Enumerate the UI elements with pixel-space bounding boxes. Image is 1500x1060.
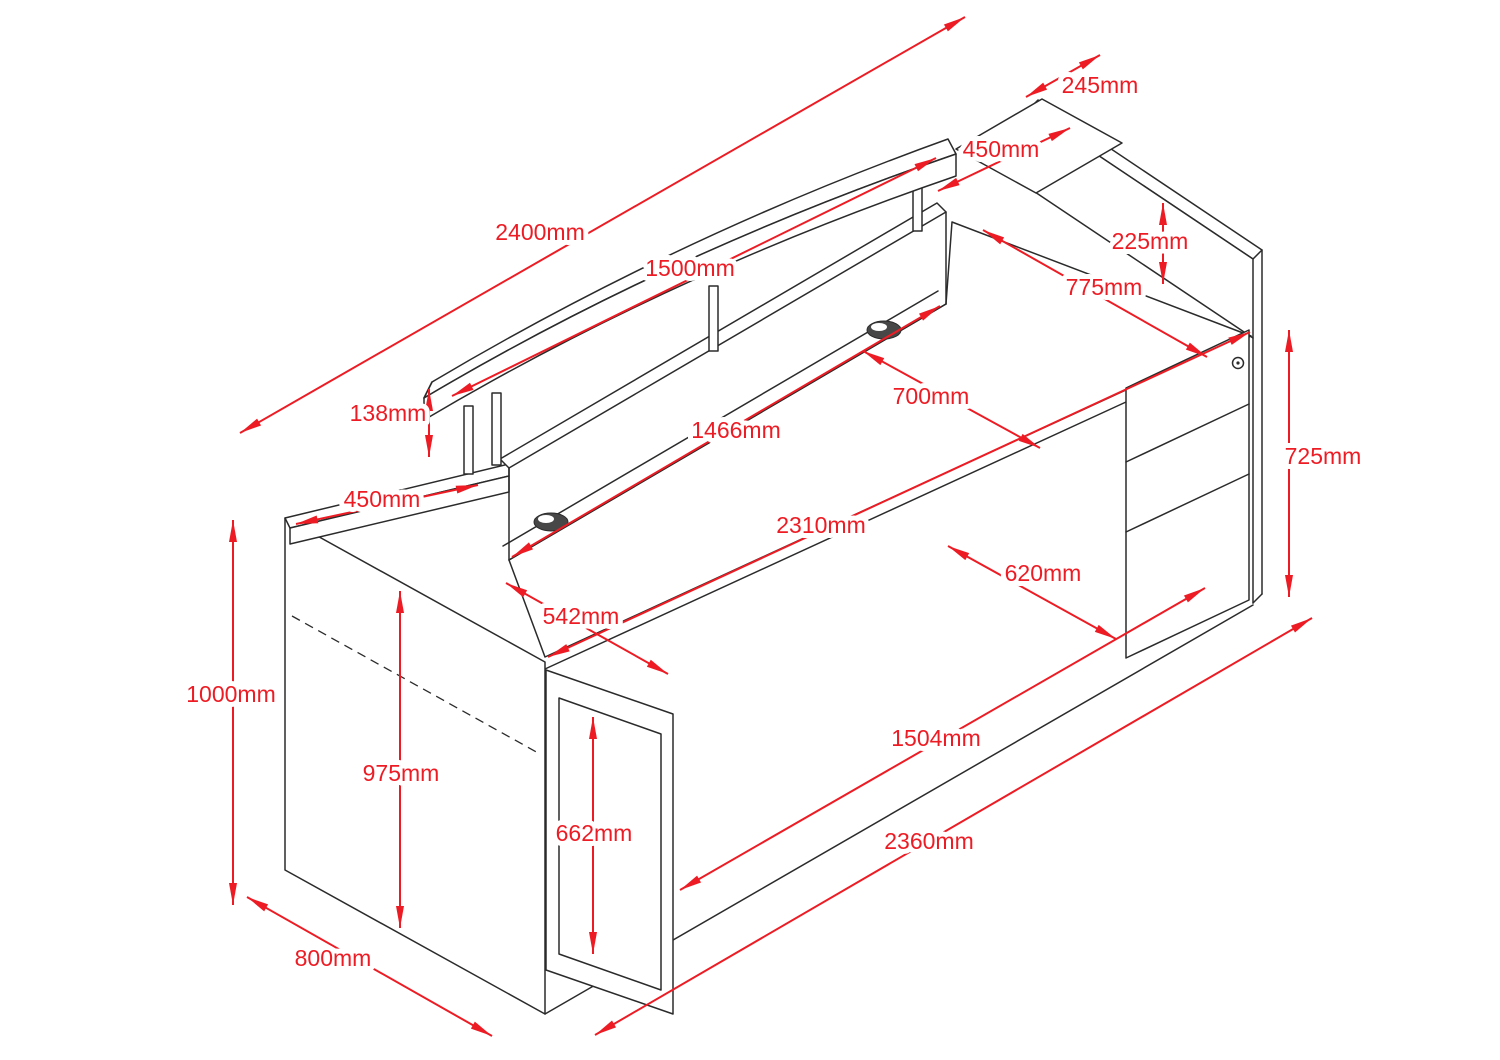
dimension-label: 662mm: [556, 820, 633, 846]
dimension-800: 800mm: [246, 896, 493, 1037]
dimension-arrow: [594, 617, 1313, 1036]
dimension-450-left: 450mm: [295, 481, 479, 525]
dimension-label: 542mm: [543, 603, 620, 629]
cable-grommet-icon: [866, 320, 902, 340]
dimension-arrow: [246, 896, 493, 1037]
dimension-label: 450mm: [963, 136, 1040, 162]
dimension-label: 775mm: [1066, 274, 1143, 300]
left-end-panel: [284, 517, 546, 1015]
dimension-label: 245mm: [1062, 72, 1139, 98]
hidden-edge-dashed-line: [291, 615, 541, 755]
dimension-138: 138mm: [345, 389, 433, 457]
dimension-label: 1504mm: [891, 725, 980, 751]
dimension-label: 700mm: [893, 383, 970, 409]
dimension-450-top: 450mm: [937, 127, 1071, 192]
drawer-pedestal: [1125, 329, 1250, 659]
lock-icon: [1231, 356, 1245, 370]
dimension-arrow: [937, 127, 1071, 192]
right-end-panel: [1252, 249, 1263, 604]
dimension-label: 2400mm: [495, 219, 584, 245]
dimension-label: 1000mm: [186, 681, 275, 707]
dimension-label: 2360mm: [884, 828, 973, 854]
dimension-label: 138mm: [350, 400, 427, 426]
dimension-label: 450mm: [344, 486, 421, 512]
dimension-2310: 2310mm: [547, 331, 1251, 658]
dimension-label: 725mm: [1285, 443, 1362, 469]
dimension-label: 620mm: [1005, 560, 1082, 586]
dimension-1000: 1000mm: [181, 520, 281, 905]
dimension-2360: 2360mm: [594, 617, 1313, 1036]
dimension-label: 800mm: [295, 945, 372, 971]
dimension-label: 975mm: [363, 760, 440, 786]
dimension-arrow: [295, 484, 479, 525]
dimension-label: 225mm: [1112, 228, 1189, 254]
dimension-arrow: [1025, 54, 1101, 98]
dimension-245: 245mm: [1025, 54, 1143, 103]
dimension-label: 1500mm: [645, 255, 734, 281]
dimension-725: 725mm: [1280, 330, 1366, 597]
dimensions: 2400mm 1500mm 245mm 450mm 225mm 775mm 13…: [181, 16, 1366, 1037]
dimension-975: 975mm: [358, 591, 444, 928]
dimension-620: 620mm: [947, 545, 1117, 640]
dimension-label: 1466mm: [691, 417, 780, 443]
dimension-label: 2310mm: [776, 512, 865, 538]
